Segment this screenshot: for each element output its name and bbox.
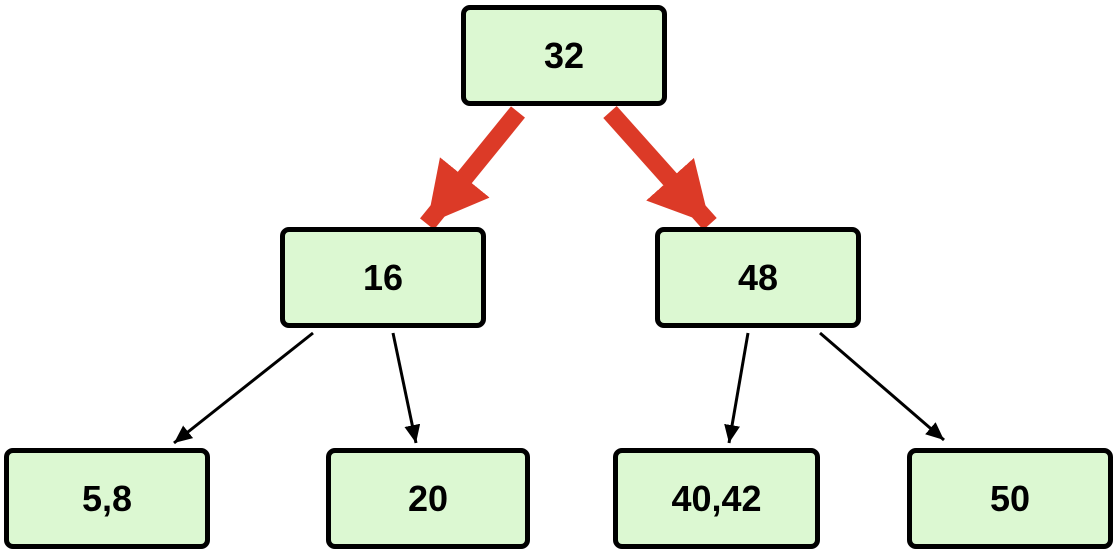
- tree-node-48: 48: [655, 227, 861, 328]
- node-label: 50: [989, 477, 1031, 519]
- tree-node-5-8: 5,8: [4, 448, 210, 549]
- node-label: 32: [543, 34, 585, 76]
- tree-node-20: 20: [326, 448, 530, 549]
- arrow-48-to-50: [819, 331, 945, 442]
- node-label: 20: [407, 477, 449, 519]
- tree-node-root: 32: [461, 5, 667, 106]
- arrow-16-to-20: [391, 332, 421, 444]
- tree-node-40-42: 40,42: [613, 448, 820, 549]
- tree-node-50: 50: [907, 448, 1113, 549]
- node-label: 16: [362, 256, 404, 298]
- node-label: 40,42: [671, 477, 762, 519]
- tree-node-16: 16: [280, 227, 486, 328]
- arrow-48-to-40-42: [724, 332, 750, 444]
- node-label: 5,8: [81, 477, 133, 519]
- node-label: 48: [737, 256, 779, 298]
- highlight-arrow-root-to-48: [603, 106, 717, 230]
- arrow-16-to-5-8: [173, 331, 314, 445]
- highlight-arrow-root-to-16: [420, 106, 525, 230]
